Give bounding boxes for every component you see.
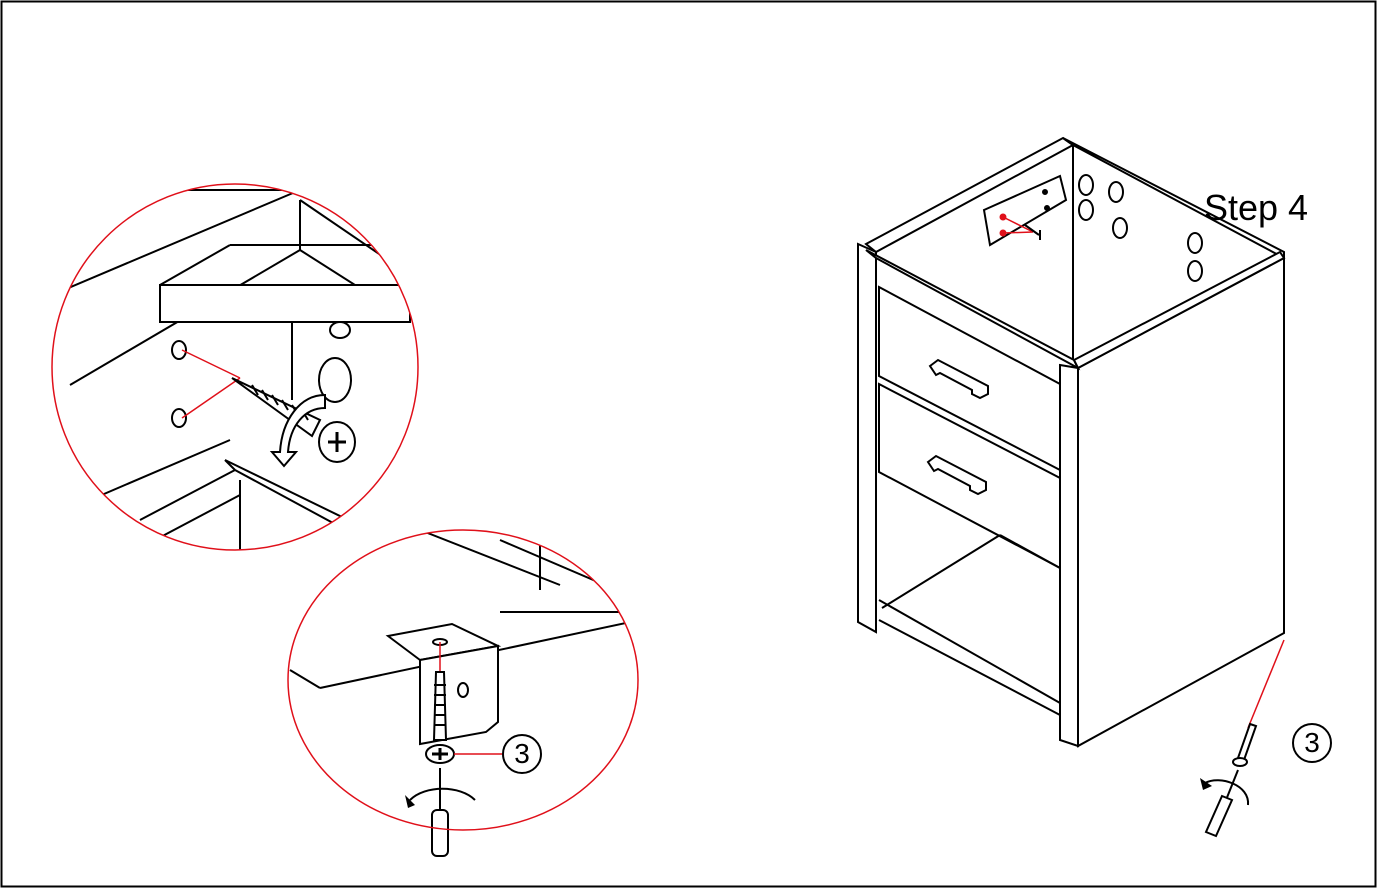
detail-circle-top — [51, 183, 419, 551]
screw-icon — [1232, 722, 1258, 767]
part-callout-cabinet: 3 — [1292, 723, 1332, 763]
screwdriver-icon — [1204, 769, 1239, 838]
part-callout-bracket: 3 — [502, 734, 542, 774]
rotation-arrow-icon — [409, 787, 476, 801]
mounting-bracket — [982, 174, 1203, 282]
screwdriver-icon — [431, 768, 449, 857]
detail-circle-bottom — [287, 529, 639, 857]
rotation-arrow-icon — [269, 393, 326, 468]
screw-icon — [1002, 216, 1041, 240]
rotation-arrow-icon — [1204, 779, 1250, 806]
screw-icon — [425, 671, 455, 764]
drawer-handle — [928, 358, 989, 400]
drawer-handle — [926, 454, 987, 496]
cabinet-illustration — [857, 136, 1286, 748]
step-title: Step 4 — [1204, 187, 1309, 228]
